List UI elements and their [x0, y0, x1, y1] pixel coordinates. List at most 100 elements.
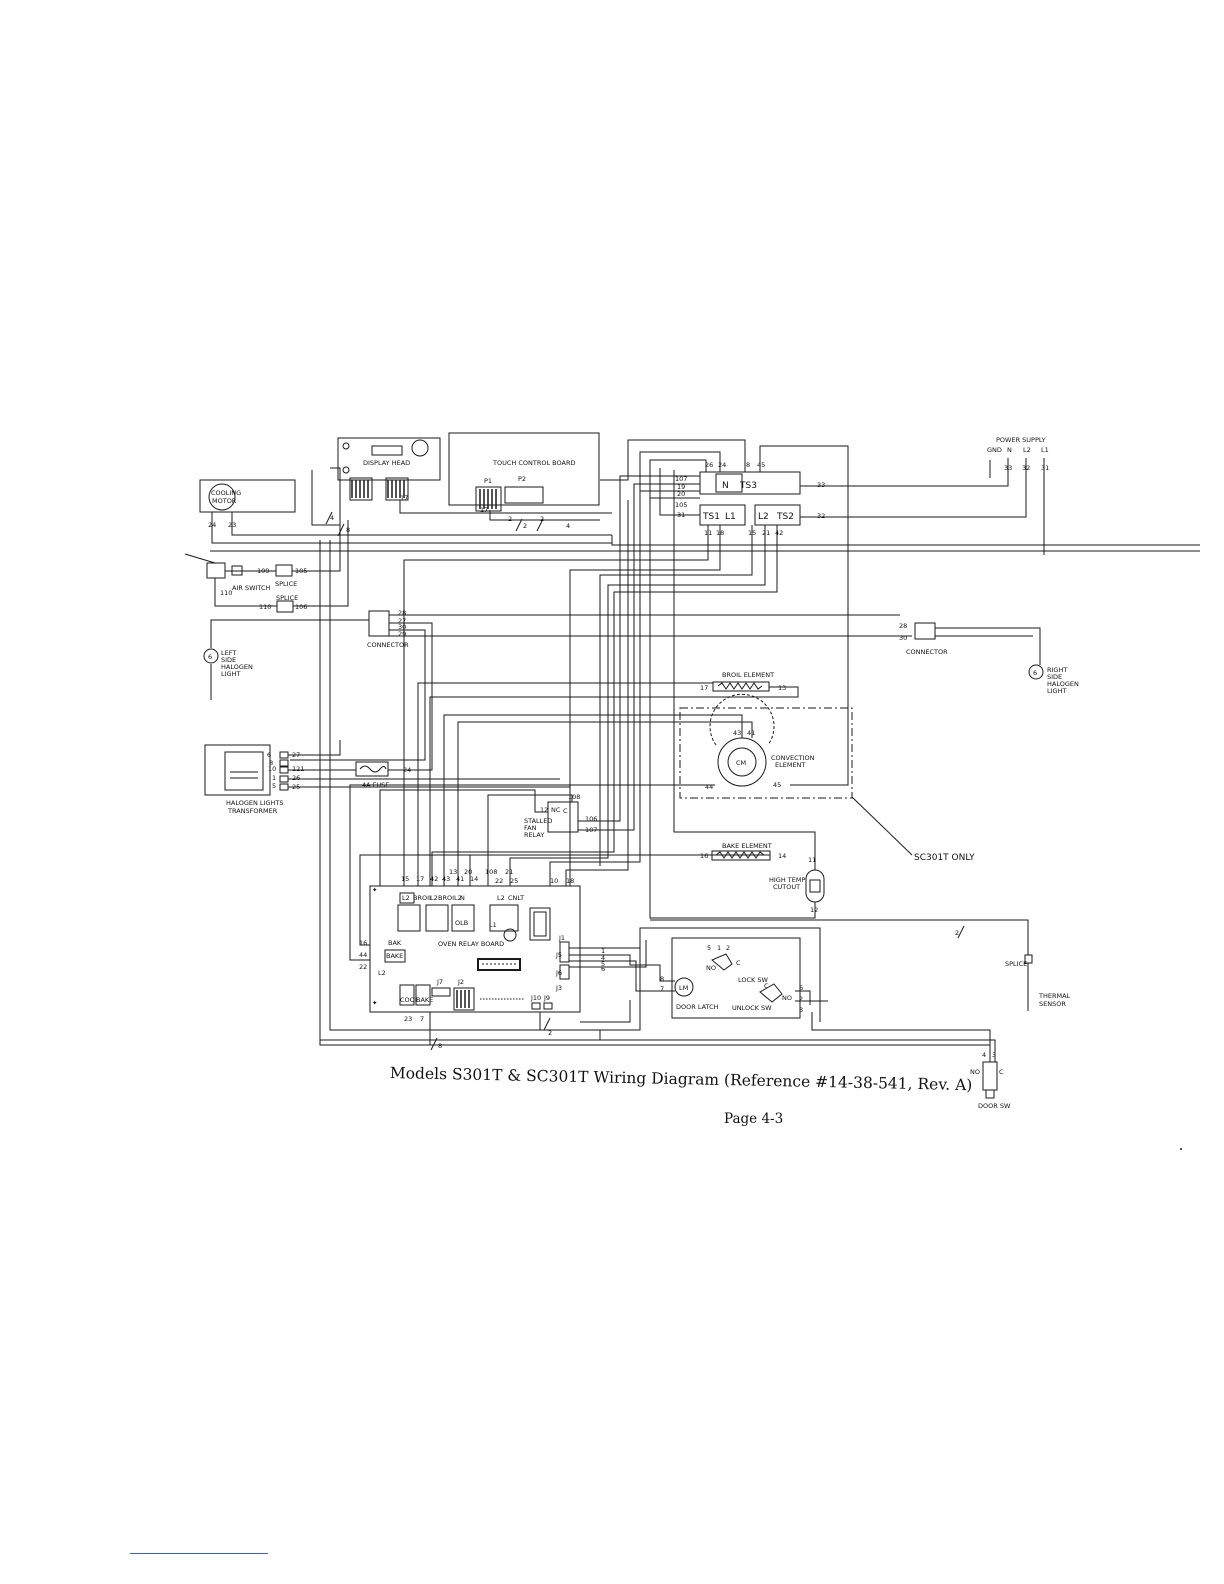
- svg-text:LEFT: LEFT: [221, 649, 236, 657]
- svg-text:DISPLAY HEAD: DISPLAY HEAD: [363, 459, 410, 467]
- left-halogen-light: 6 LEFT SIDE HALOGEN LIGHT: [203, 648, 253, 678]
- right-connector: 28 30 CONNECTOR: [899, 622, 948, 656]
- svg-text:J3: J3: [555, 984, 562, 992]
- svg-text:42: 42: [430, 875, 438, 883]
- svg-text:121: 121: [292, 765, 304, 773]
- svg-text:CNLT: CNLT: [508, 894, 524, 902]
- svg-text:TOUCH CONTROL BOARD: TOUCH CONTROL BOARD: [492, 459, 575, 467]
- svg-text:21: 21: [762, 529, 770, 537]
- svg-text:COOLING: COOLING: [211, 489, 241, 497]
- svg-text:LM: LM: [679, 984, 688, 992]
- svg-text:POWER SUPPLY: POWER SUPPLY: [996, 436, 1046, 444]
- svg-text:27: 27: [398, 617, 406, 625]
- svg-text:8: 8: [746, 461, 750, 469]
- svg-text:45: 45: [773, 781, 781, 789]
- svg-text:C: C: [736, 959, 741, 967]
- svg-text:2: 2: [799, 995, 803, 1003]
- svg-text:16: 16: [700, 852, 708, 860]
- svg-text:SC301T ONLY: SC301T ONLY: [914, 853, 975, 863]
- svg-text:P1: P1: [484, 477, 492, 485]
- svg-text:HALOGEN LIGHTS: HALOGEN LIGHTS: [226, 799, 283, 807]
- svg-text:L1: L1: [1041, 446, 1049, 454]
- svg-text:28: 28: [899, 622, 907, 630]
- svg-text:C: C: [764, 982, 769, 990]
- svg-text:BAKE ELEMENT: BAKE ELEMENT: [722, 842, 772, 850]
- svg-text:33: 33: [817, 481, 825, 489]
- svg-text:1: 1: [601, 947, 605, 955]
- svg-text:COOL: COOL: [400, 996, 419, 1004]
- svg-text:HALOGEN: HALOGEN: [221, 663, 253, 671]
- svg-text:5: 5: [707, 944, 711, 952]
- svg-text:NO: NO: [782, 994, 792, 1002]
- svg-text:44: 44: [705, 783, 713, 791]
- svg-text:29: 29: [398, 630, 406, 638]
- svg-text:5: 5: [272, 782, 276, 790]
- svg-text:HIGH TEMP: HIGH TEMP: [769, 876, 805, 884]
- touch-control-board: TOUCH CONTROL BOARD P1 P2 17: [448, 432, 600, 514]
- svg-text:105: 105: [675, 501, 687, 509]
- svg-text:31: 31: [1041, 464, 1049, 472]
- svg-text:TS1: TS1: [702, 512, 720, 522]
- svg-text:BAKE: BAKE: [416, 996, 433, 1004]
- svg-text:43: 43: [733, 729, 741, 737]
- svg-text:108: 108: [568, 793, 580, 801]
- svg-text:10: 10: [268, 765, 276, 773]
- svg-text:2: 2: [955, 929, 959, 937]
- svg-text:8: 8: [438, 1042, 442, 1050]
- svg-text:L2: L2: [430, 894, 438, 902]
- svg-text:14: 14: [778, 852, 786, 860]
- svg-text:OLB: OLB: [455, 919, 468, 927]
- svg-text:32: 32: [817, 512, 825, 520]
- svg-text:DOOR LATCH: DOOR LATCH: [676, 1003, 719, 1011]
- svg-text:41: 41: [456, 875, 464, 883]
- svg-text:110: 110: [259, 603, 271, 611]
- svg-text:33: 33: [1004, 464, 1012, 472]
- svg-text:12: 12: [810, 906, 818, 914]
- svg-text:UNLOCK SW: UNLOCK SW: [732, 1004, 772, 1012]
- svg-text:ELEMENT: ELEMENT: [775, 761, 805, 769]
- svg-text:L1: L1: [725, 512, 736, 522]
- convection-element: CM 43 41 CONVECTION ELEMENT 44 45 SC301T…: [679, 693, 975, 863]
- svg-text:7: 7: [420, 1015, 424, 1023]
- svg-text:LOCK SW: LOCK SW: [738, 976, 768, 984]
- svg-text:BAK: BAK: [388, 939, 402, 947]
- svg-text:8: 8: [269, 759, 273, 767]
- svg-text:4: 4: [601, 954, 605, 962]
- svg-text:SIDE: SIDE: [221, 656, 236, 664]
- svg-text:SPLICE: SPLICE: [1005, 960, 1027, 968]
- svg-text:20: 20: [464, 868, 472, 876]
- svg-text:NO: NO: [706, 964, 716, 972]
- svg-text:42: 42: [775, 529, 783, 537]
- svg-text:20: 20: [677, 490, 685, 498]
- svg-text:BROIL ELEMENT: BROIL ELEMENT: [722, 671, 774, 679]
- svg-text:3: 3: [799, 1006, 803, 1014]
- broil-element: BROIL ELEMENT 17 13: [700, 671, 786, 692]
- svg-text:J5: J5: [555, 951, 562, 959]
- svg-text:TRANSFORMER: TRANSFORMER: [227, 807, 278, 815]
- svg-text:106: 106: [295, 603, 307, 611]
- svg-text:CONVECTION: CONVECTION: [771, 754, 815, 762]
- svg-text:SPLICE: SPLICE: [276, 594, 298, 602]
- svg-text:RIGHT: RIGHT: [1047, 666, 1067, 674]
- svg-text:45: 45: [757, 461, 765, 469]
- svg-text:OVEN RELAY BOARD: OVEN RELAY BOARD: [438, 940, 504, 948]
- svg-text:J9: J9: [543, 994, 550, 1002]
- svg-text:C: C: [563, 807, 568, 815]
- svg-text:L1: L1: [489, 921, 497, 929]
- svg-text:6: 6: [267, 751, 271, 759]
- page-number: Page 4-3: [724, 1111, 784, 1127]
- svg-text:14: 14: [470, 875, 478, 883]
- svg-text:32: 32: [1022, 464, 1030, 472]
- svg-text:106: 106: [585, 815, 597, 823]
- oven-relay-board: 15 17 42 43 41 14 13 20 108 21 22 25 10 …: [359, 868, 581, 1023]
- svg-text:6: 6: [601, 965, 605, 973]
- svg-text:HALOGEN: HALOGEN: [1047, 680, 1079, 688]
- svg-text:10: 10: [550, 877, 558, 885]
- svg-text:SPLICE: SPLICE: [275, 580, 297, 588]
- svg-text:2: 2: [548, 1029, 552, 1037]
- svg-text:8: 8: [346, 526, 350, 534]
- svg-text:41: 41: [747, 729, 755, 737]
- svg-text:16: 16: [359, 939, 367, 947]
- svg-text:22: 22: [359, 963, 367, 971]
